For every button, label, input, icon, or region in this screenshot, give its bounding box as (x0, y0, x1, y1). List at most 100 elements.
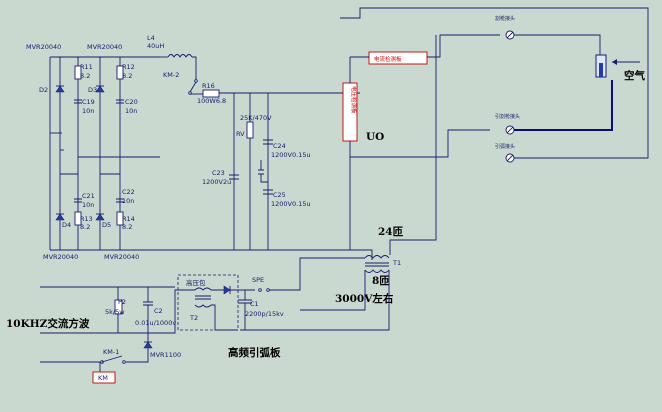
label-km2: KM-2 (163, 71, 179, 79)
label-c22-value: 10n (122, 197, 134, 205)
label-mvr-br: MVR20040 (104, 253, 139, 261)
diode-d5 (95, 213, 105, 221)
label-voltage-board: 电压检测板 (350, 86, 358, 114)
label-r16: R16 (202, 82, 215, 90)
label-c1: C1 (250, 300, 259, 308)
label-current-board: 电流检测板 (374, 55, 402, 63)
label-r14: R14 (122, 215, 135, 223)
t1-secondary-coil (364, 269, 390, 273)
relay-km2-contact (189, 81, 197, 93)
capacitor-c19 (74, 99, 82, 104)
label-t1: T1 (392, 259, 401, 267)
label-p2-value: 5k/5w (105, 308, 125, 316)
diode-d3 (95, 85, 105, 93)
label-c2: C2 (154, 307, 163, 315)
label-c21-value: 10n (82, 201, 94, 209)
capacitor-c25 (263, 189, 273, 195)
label-arc-torch: 引割枪接头 (495, 113, 520, 120)
inductor-l4 (167, 54, 193, 58)
label-r11: R11 (80, 63, 93, 71)
label-24-turns: 24匝 (378, 226, 404, 238)
label-c19-value: 10n (82, 107, 94, 115)
label-r16-value: 100W6.8 (197, 97, 226, 105)
label-c23-value: 1200V2u (202, 178, 231, 186)
transformer-t1: 24匝 T1 8匝 3000V左右 (240, 226, 404, 331)
label-c25-value: 1200V0.15u (271, 200, 311, 208)
output-filter: L4 40uH KM-2 R16 100W6.8 (147, 34, 360, 105)
label-r13-value: 8.2 (80, 223, 90, 231)
hf-board-outline (177, 274, 239, 331)
label-r11-value: 8.2 (80, 72, 90, 80)
label-10khz: 10KHZ交流方波 (6, 317, 90, 330)
resistor-r16 (202, 89, 220, 98)
capacitor-c22 (116, 198, 124, 203)
label-r12-value: 8.2 (122, 72, 132, 80)
label-mvr-bl: MVR20040 (43, 253, 78, 261)
capacitor-c23 (229, 174, 239, 180)
label-d3: D3 (88, 86, 97, 94)
label-r12: R12 (122, 63, 135, 71)
capacitor-c24 (263, 139, 273, 145)
diode-d2 (55, 85, 65, 93)
label-hv-coil: 高压包 (186, 278, 206, 287)
label-c1-value: 2200p/15kv (245, 310, 284, 318)
air-arrow-icon (612, 59, 617, 65)
t1-primary-coil (364, 255, 390, 259)
dc-bus: 25K/470V RV C23 1200V2u C24 1200V0.15u C… (160, 93, 350, 251)
resistor-r11 (74, 65, 82, 80)
label-t2: T2 (189, 314, 198, 322)
resistor-r13 (74, 211, 82, 226)
t2-coil-b (194, 304, 212, 308)
label-mvr-tr: MVR20040 (87, 43, 122, 51)
label-uo: UO (366, 131, 384, 143)
label-ground: 引弧接头 (495, 143, 515, 150)
input-control: KM P2 5k/5w C2 0.01u/1000v MVR1100 10KHZ… (6, 286, 181, 384)
label-c23: C23 (212, 169, 225, 177)
label-c24: C24 (273, 142, 286, 150)
varistor-rv (246, 121, 254, 139)
diode-d4 (55, 213, 65, 221)
label-r14-value: 8.2 (122, 223, 132, 231)
label-mvr1100: MVR1100 (150, 351, 181, 359)
relay-km-coil (92, 371, 116, 384)
capacitor-c21 (74, 198, 82, 203)
label-air: 空气 (624, 69, 645, 82)
label-mvr-tl: MVR20040 (26, 43, 61, 51)
hf-arc-board: 高压包 T2 SPE C1 2200p/15kv 高频引弧板 (174, 257, 365, 359)
relay-km1-contact (101, 355, 123, 363)
current-detect-board (368, 51, 428, 65)
label-c21: C21 (82, 192, 95, 200)
label-rv-value: 25K/470V (240, 114, 272, 122)
label-hf-board: 高频引弧板 (228, 346, 281, 359)
label-p2: P2 (118, 298, 126, 306)
resistor-p2 (114, 299, 123, 315)
label-km1: KM-1 (103, 348, 119, 356)
label-d2: D2 (39, 86, 48, 94)
label-r13: R13 (80, 215, 93, 223)
capacitor-c2 (143, 301, 153, 306)
label-cut-torch: 割枪接头 (495, 15, 515, 22)
label-c22: C22 (122, 188, 135, 196)
label-l4: L4 (147, 34, 155, 42)
label-spe: SPE (252, 276, 264, 284)
label-c20-value: 10n (125, 107, 137, 115)
torch-electrode (599, 63, 603, 77)
detection-modules: 电压检测板 电流检测板 UO (342, 34, 500, 260)
label-c25: C25 (273, 191, 286, 199)
capacitor-c20 (116, 99, 124, 104)
label-d4: D4 (62, 221, 71, 229)
torch-section: 割枪接头 引割枪接头 引弧接头 空气 (340, 7, 649, 163)
label-c20: C20 (125, 98, 138, 106)
bridge-section: MVR20040 MVR20040 R11 8.2 R12 8.2 D2 D3 … (26, 43, 160, 261)
label-d5: D5 (102, 221, 111, 229)
resistor-r12 (116, 65, 124, 80)
label-3000v: 3000V左右 (335, 292, 394, 305)
label-c24-value: 1200V0.15u (271, 151, 311, 159)
resistor-r14 (116, 211, 124, 226)
label-rv: RV (236, 130, 245, 138)
label-km: KM (98, 374, 108, 382)
label-l4-value: 40uH (147, 42, 164, 50)
label-c19: C19 (82, 98, 95, 106)
